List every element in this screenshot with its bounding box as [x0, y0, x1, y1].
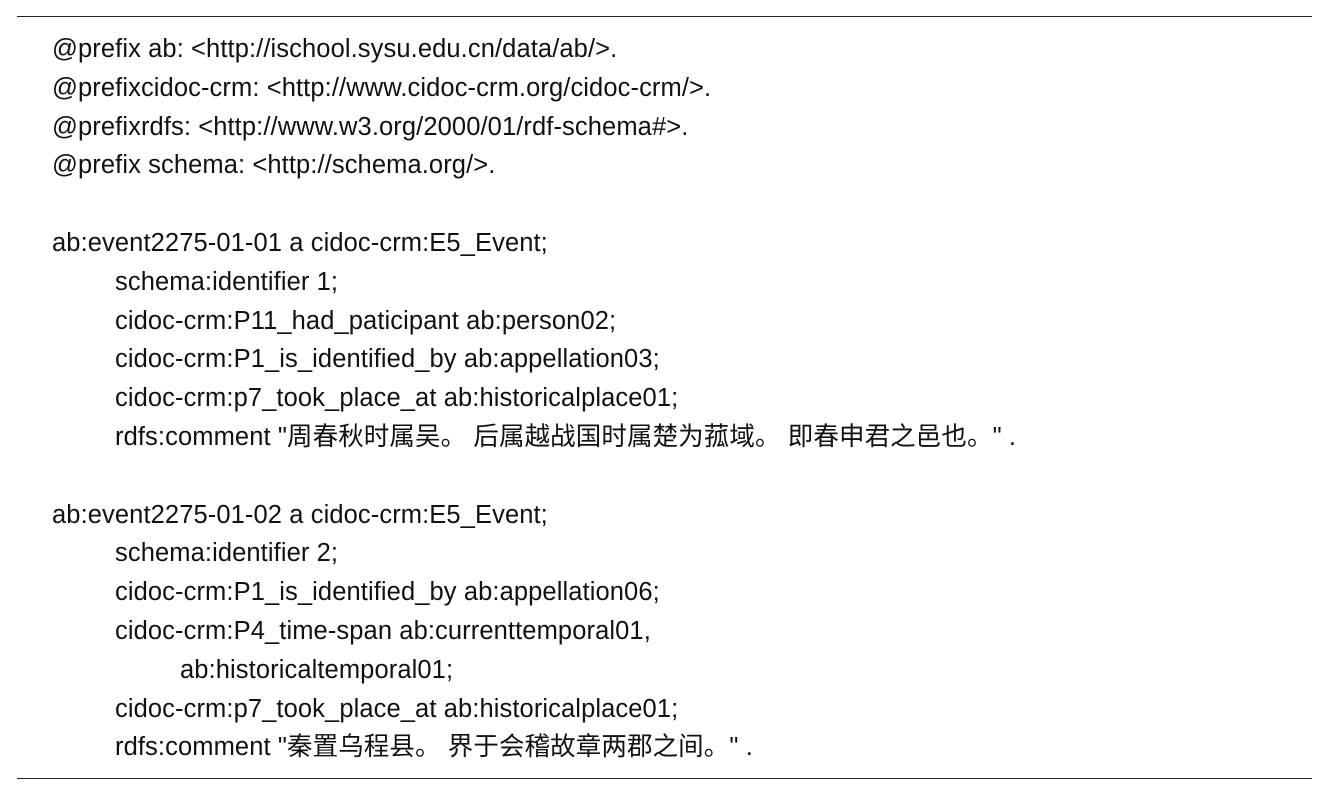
event1-place: cidoc-crm:p7_took_place_at ab:historical… [115, 384, 679, 413]
event1-comment: rdfs:comment "周春秋时属吴。 后属越战国时属楚为菰域。 即春申君之… [115, 422, 1017, 451]
rdf-turtle-listing: @prefix ab: <http://ischool.sysu.edu.cn/… [52, 30, 1016, 767]
event2-time-span-cont: ab:historicaltemporal01; [180, 655, 454, 684]
blank-line [52, 185, 1016, 224]
event2-head: ab:event2275-01-02 a cidoc-crm:E5_Event; [52, 500, 548, 529]
event1-identifier: schema:identifier 1; [115, 267, 339, 296]
event2-time-span: cidoc-crm:P4_time-span ab:currenttempora… [115, 616, 651, 645]
event2-identifier: schema:identifier 2; [115, 539, 339, 568]
top-rule [17, 16, 1312, 17]
blank-line [52, 457, 1016, 496]
prefix-cidoc-crm: @prefixcidoc-crm: <http://www.cidoc-crm.… [52, 73, 712, 102]
prefix-rdfs: @prefixrdfs: <http://www.w3.org/2000/01/… [52, 112, 689, 141]
prefix-schema: @prefix schema: <http://schema.org/>. [52, 151, 496, 180]
prefix-ab: @prefix ab: <http://ischool.sysu.edu.cn/… [52, 35, 618, 63]
event2-appellation: cidoc-crm:P1_is_identified_by ab:appella… [115, 578, 660, 607]
event1-appellation: cidoc-crm:P1_is_identified_by ab:appella… [115, 345, 660, 374]
event1-participant: cidoc-crm:P11_had_paticipant ab:person02… [115, 306, 617, 335]
event2-comment: rdfs:comment "秦置乌程县。 界于会稽故章两郡之间。" . [115, 733, 753, 762]
event1-head: ab:event2275-01-01 a cidoc-crm:E5_Event; [52, 228, 548, 257]
event2-place: cidoc-crm:p7_took_place_at ab:historical… [115, 694, 679, 723]
bottom-rule [17, 778, 1312, 779]
